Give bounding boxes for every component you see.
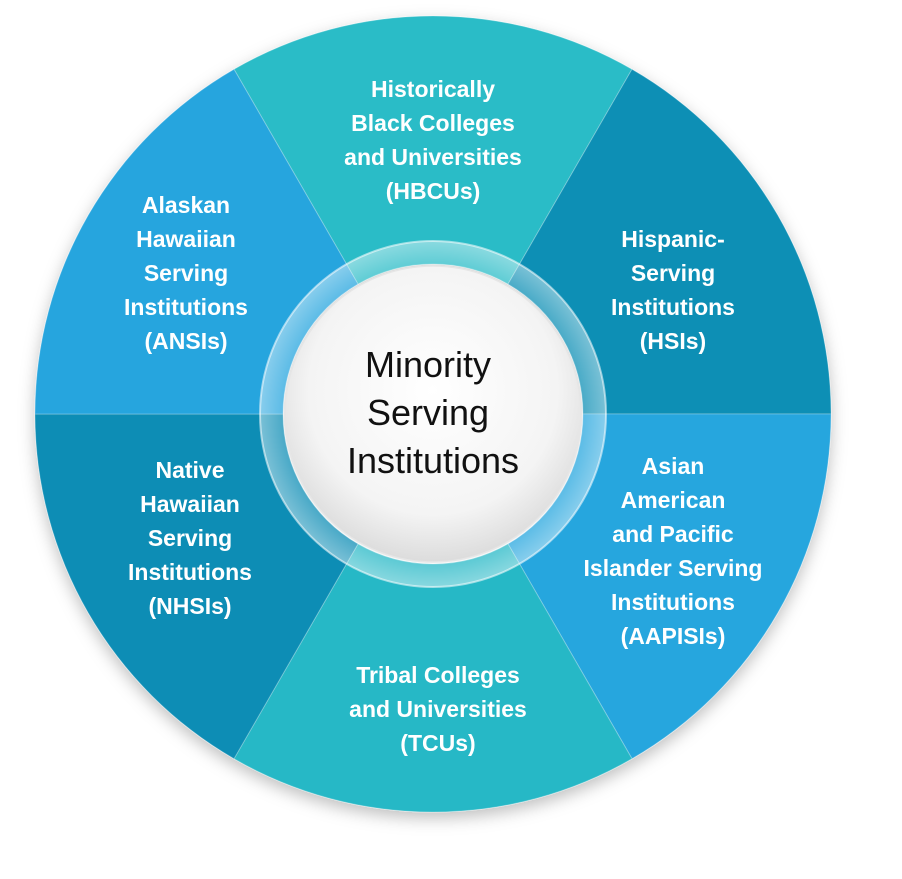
segment-label-nhsi-line-4: Institutions bbox=[128, 559, 252, 585]
segment-label-nhsi-line-3: Serving bbox=[148, 525, 232, 551]
segment-label-tcu-line-2: and Universities bbox=[349, 696, 527, 722]
segment-label-tcu-line-3: (TCUs) bbox=[400, 730, 475, 756]
segment-label-hsi-line-3: Institutions bbox=[611, 294, 735, 320]
segment-label-hbcu-line-4: (HBCUs) bbox=[386, 178, 481, 204]
segment-label-aapisi-line-5: Institutions bbox=[611, 589, 735, 615]
segment-label-aapisi-line-6: (AAPISIs) bbox=[621, 623, 726, 649]
segment-label-nhsi-line-2: Hawaiian bbox=[140, 491, 240, 517]
segment-label-hbcu-line-3: and Universities bbox=[344, 144, 522, 170]
center-title-line-2: Serving bbox=[367, 392, 489, 433]
segment-label-hbcu-line-1: Historically bbox=[371, 76, 495, 102]
segment-label-hbcu-line-2: Black Colleges bbox=[351, 110, 515, 136]
segment-label-ansi-line-1: Alaskan bbox=[142, 192, 230, 218]
segment-label-hsi-line-1: Hispanic- bbox=[621, 226, 725, 252]
segment-label-hsi-line-2: Serving bbox=[631, 260, 715, 286]
center-title-line-3: Institutions bbox=[347, 440, 519, 481]
segment-label-nhsi-line-1: Native bbox=[155, 457, 224, 483]
segment-label-ansi-line-3: Serving bbox=[144, 260, 228, 286]
center-title: Minority Serving Institutions bbox=[347, 344, 519, 481]
segment-label-ansi-line-5: (ANSIs) bbox=[144, 328, 227, 354]
segment-label-ansi-line-2: Hawaiian bbox=[136, 226, 236, 252]
segment-label-aapisi-line-3: and Pacific bbox=[612, 521, 734, 547]
segment-label-ansi-line-4: Institutions bbox=[124, 294, 248, 320]
segment-label-aapisi-line-2: American bbox=[621, 487, 726, 513]
center-circle bbox=[284, 265, 582, 563]
segment-label-hsi-line-4: (HSIs) bbox=[640, 328, 706, 354]
segment-label-aapisi-line-1: Asian bbox=[642, 453, 705, 479]
center-title-line-1: Minority bbox=[365, 344, 491, 385]
segment-label-tcu: Tribal Colleges and Universities (TCUs) bbox=[349, 662, 527, 756]
segment-group bbox=[34, 15, 832, 813]
segment-label-aapisi-line-4: Islander Serving bbox=[584, 555, 763, 581]
segment-label-nhsi-line-5: (NHSIs) bbox=[148, 593, 231, 619]
segment-label-tcu-line-1: Tribal Colleges bbox=[356, 662, 520, 688]
